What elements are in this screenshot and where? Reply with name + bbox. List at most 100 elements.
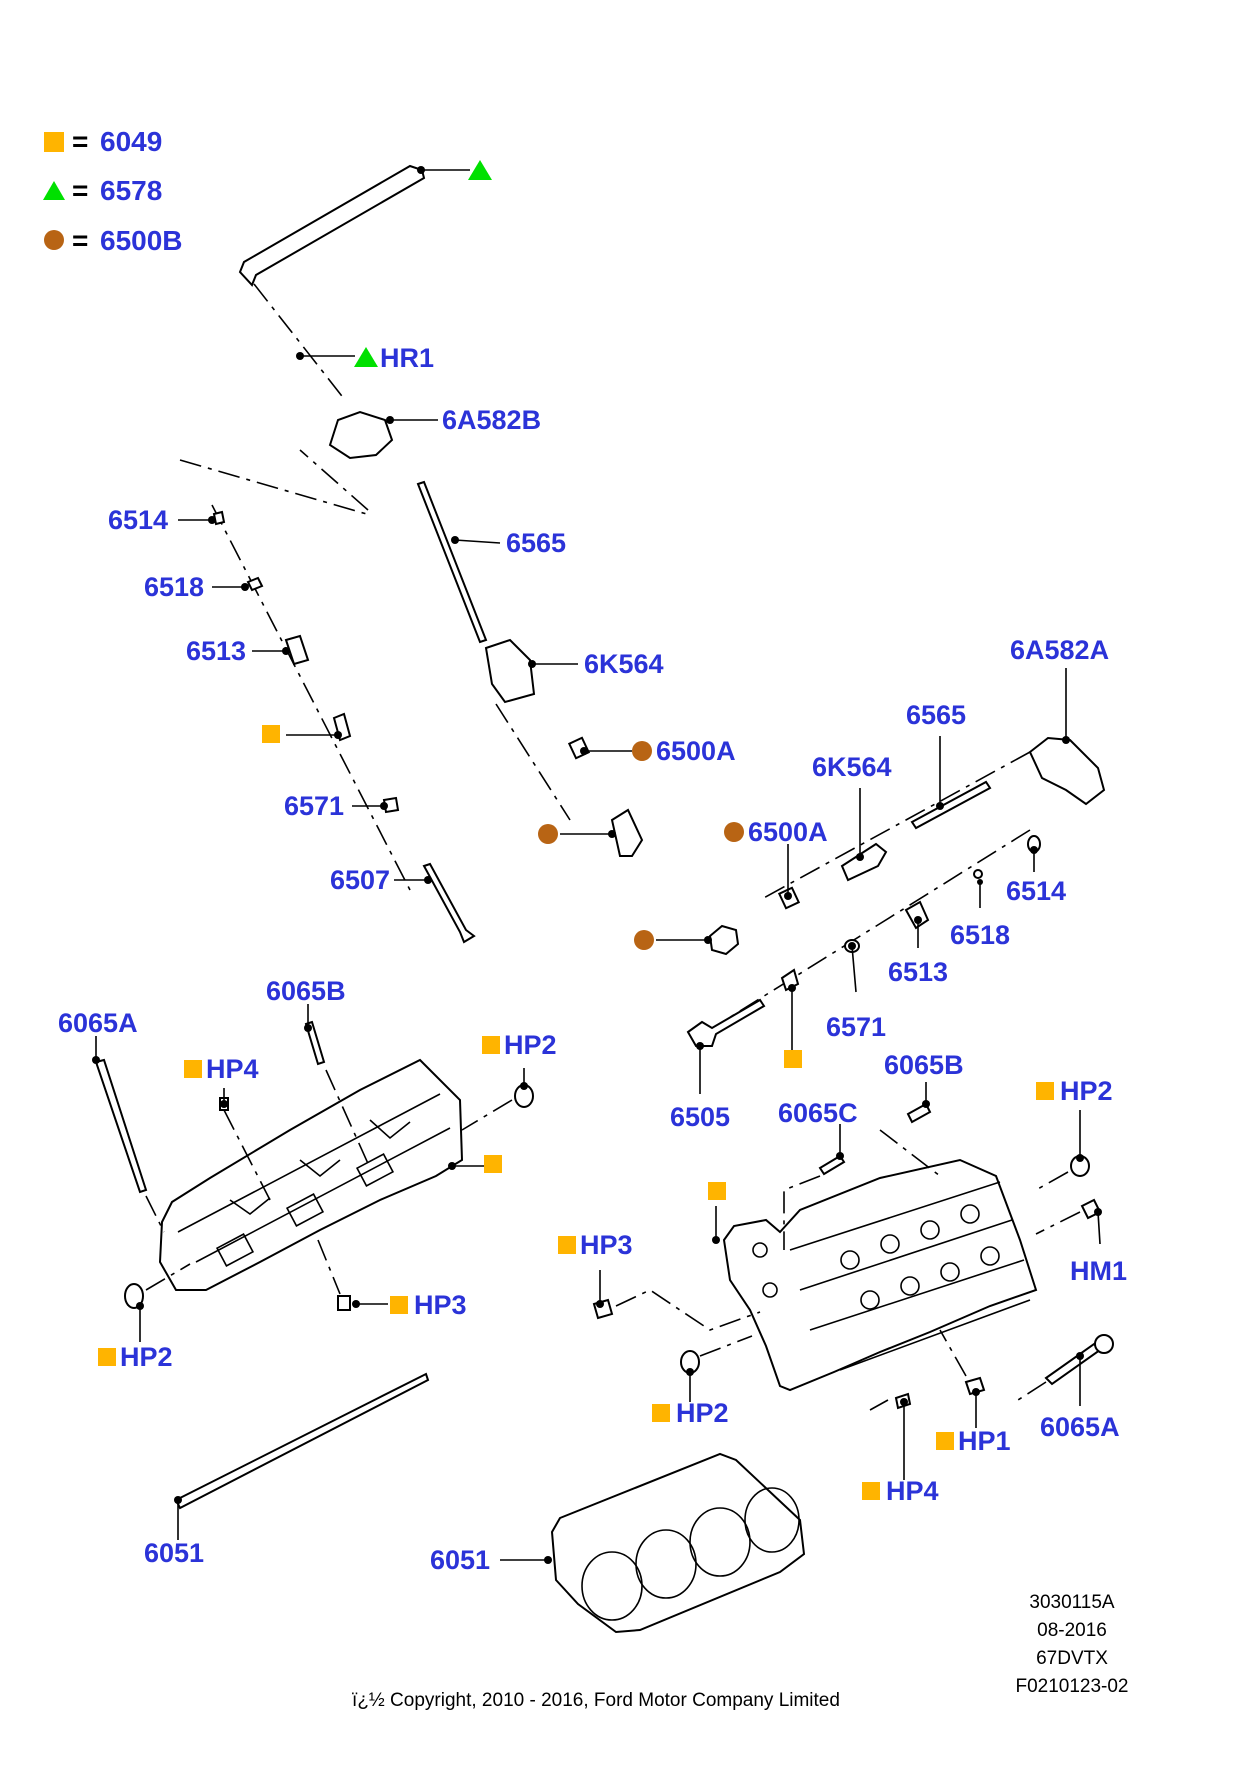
label-hp2-lower: HP2: [120, 1342, 173, 1372]
legend-square-icon: [44, 132, 64, 152]
square-marker-icon: [784, 1050, 802, 1068]
square-marker-icon: [708, 1182, 726, 1200]
label-hp4-right: HP4: [886, 1476, 939, 1506]
valve-spring: [284, 634, 310, 666]
label-6565-right: 6565: [906, 700, 966, 730]
label-6571: 6571: [284, 791, 344, 821]
pushrod: [416, 480, 488, 644]
label-6571-right: 6571: [826, 1012, 886, 1042]
square-marker-icon: [482, 1036, 500, 1054]
label-hp3: HP3: [414, 1290, 467, 1320]
label-6051: 6051: [144, 1538, 204, 1568]
label-6500a-right: 6500A: [748, 817, 828, 847]
label-6513-right: 6513: [888, 957, 948, 987]
upper-valvetrain-right: 6A582A 6565 6K564 6500A 6514 6518: [634, 635, 1109, 1132]
square-marker-icon: [652, 1404, 670, 1422]
legend: = 6049 = 6578 = 6500B: [43, 126, 183, 256]
plug-hp3: [337, 1295, 351, 1311]
oil-rail: [238, 164, 426, 287]
ref-model: 67DVTX: [1036, 1648, 1108, 1669]
label-hr1: HR1: [380, 343, 434, 373]
footer: 3030115A 08-2016 67DVTX F0210123-02 ï¿½ …: [352, 1592, 1128, 1711]
square-marker-icon: [484, 1155, 502, 1173]
triangle-marker-icon: [354, 347, 378, 367]
label-6a582b: 6A582B: [442, 405, 541, 435]
label-hp2: HP2: [504, 1030, 557, 1060]
label-hp2-lower-right: HP2: [676, 1398, 729, 1428]
circle-marker-icon: [634, 930, 654, 950]
label-6065a: 6065A: [58, 1008, 138, 1038]
rocker-arm-right: [1028, 736, 1106, 806]
left-cylinder-head: 6065A 6065B HP4 HP2 HP3: [58, 976, 557, 1372]
legend-triangle-icon: [43, 181, 65, 200]
label-6565: 6565: [506, 528, 566, 558]
valve-keeper: [212, 510, 226, 526]
lifter-guide: [484, 638, 536, 704]
roller-lifter-right: [708, 924, 740, 956]
plug-hp1: [964, 1376, 986, 1396]
copyright: ï¿½ Copyright, 2010 - 2016, Ford Motor C…: [352, 1690, 840, 1711]
label-6514: 6514: [108, 505, 168, 535]
cylinder-head-right: [722, 1158, 1038, 1392]
valve-retainer-right: [973, 869, 983, 879]
legend-equals: =: [72, 225, 88, 256]
intake-valve: [686, 998, 766, 1047]
label-6518-right: 6518: [950, 920, 1010, 950]
square-marker-icon: [862, 1482, 880, 1500]
label-6513: 6513: [186, 636, 246, 666]
circle-marker-icon: [538, 824, 558, 844]
triangle-marker-icon: [468, 160, 492, 180]
head-gasket-edge: [174, 1372, 430, 1510]
legend-code-6500b: 6500B: [100, 225, 183, 256]
head-bolt-c: [818, 1154, 846, 1176]
head-bolt-short: [304, 1020, 326, 1066]
square-marker-icon: [558, 1236, 576, 1254]
square-marker-icon: [390, 1296, 408, 1314]
head-bolt-right: [1044, 1342, 1102, 1386]
cylinder-head-left: [158, 1058, 464, 1291]
square-marker-icon: [1036, 1082, 1054, 1100]
expansion-plug-lower: [124, 1283, 144, 1309]
square-marker-icon: [262, 725, 280, 743]
gaskets: 6051 6051: [144, 1372, 806, 1634]
label-6k564-right: 6K564: [812, 752, 892, 782]
right-cylinder-head: 6065B 6065C HP2 HM1 HP3: [558, 1050, 1127, 1506]
ref-number: 3030115A: [1029, 1592, 1115, 1613]
legend-circle-icon: [44, 230, 64, 250]
valve-retainer: [246, 576, 264, 592]
label-6065b-right: 6065B: [884, 1050, 964, 1080]
legend-code-6578: 6578: [100, 175, 162, 206]
head-gasket: [550, 1452, 806, 1634]
label-6065b: 6065B: [266, 976, 346, 1006]
ref-figure: F0210123-02: [1015, 1676, 1128, 1697]
roller-lifter: [610, 808, 644, 857]
label-6k564: 6K564: [584, 649, 664, 679]
label-6518: 6518: [144, 572, 204, 602]
label-hp1: HP1: [958, 1426, 1011, 1456]
exhaust-valve: [422, 862, 476, 944]
square-marker-icon: [936, 1432, 954, 1450]
circle-marker-icon: [632, 741, 652, 761]
label-6051-right: 6051: [430, 1545, 490, 1575]
label-6507: 6507: [330, 865, 390, 895]
circle-marker-icon: [724, 822, 744, 842]
label-hm1: HM1: [1070, 1256, 1127, 1286]
lifter-guide-right: [840, 842, 888, 882]
legend-code-6049: 6049: [100, 126, 162, 157]
label-6514-right: 6514: [1006, 876, 1066, 906]
head-bolt-short-right: [906, 1102, 932, 1124]
label-hp3-right: HP3: [580, 1230, 633, 1260]
square-marker-icon: [184, 1060, 202, 1078]
ref-date: 08-2016: [1037, 1620, 1107, 1641]
label-hp4: HP4: [206, 1054, 259, 1084]
upper-valvetrain-left: HR1 6A582B 6565 6K564 6500A 6514: [108, 160, 736, 944]
pushrod-right: [910, 780, 992, 830]
legend-equals: =: [72, 175, 88, 206]
label-hp2-right: HP2: [1060, 1076, 1113, 1106]
label-6500a: 6500A: [656, 736, 736, 766]
label-6505: 6505: [670, 1102, 730, 1132]
square-marker-icon: [98, 1348, 116, 1366]
label-6065c: 6065C: [778, 1098, 858, 1128]
